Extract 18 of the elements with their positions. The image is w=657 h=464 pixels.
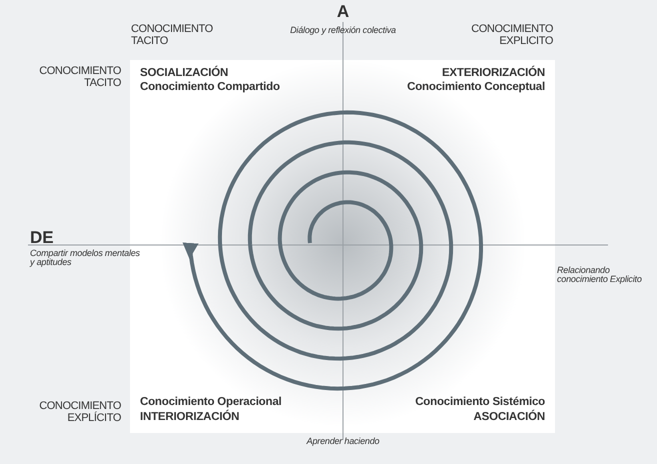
quadrant-title: INTERIORIZACIÓN (140, 411, 240, 424)
axis-heading: CONOCIMIENTO EXPLÍCITO (38, 401, 121, 424)
axis-caption: Aprender haciendo (306, 437, 380, 446)
quadrant-title: ASOCIACIÓN (474, 411, 545, 424)
axis-caption: Compartir modelos mentales y aptitudes (30, 249, 140, 268)
quadrant-title: SOCIALIZACIÓN (140, 67, 228, 80)
axis-caption: Diálogo y reflexión colectiva (290, 26, 396, 36)
quadrant-title: EXTERIORIZACIÓN (442, 67, 545, 80)
axis-heading: CONOCIMIENTO EXPLICITO (470, 24, 553, 48)
axis-label: DE (30, 229, 54, 247)
quadrant-subtitle: Conocimiento Conceptual (407, 81, 545, 94)
axis-heading: CONOCIMIENTO TACITO (38, 66, 121, 90)
quadrant-subtitle: Conocimiento Sistémico (415, 396, 545, 408)
quadrant-subtitle: Conocimiento Compartido (140, 81, 280, 94)
axis-label: A (336, 3, 350, 21)
quadrant-subtitle: Conocimiento Operacional (140, 396, 282, 408)
axis-heading: CONOCIMIENTO TACITO (131, 24, 214, 48)
axis-caption: Relacionando conocimiento Explicito (557, 266, 643, 285)
